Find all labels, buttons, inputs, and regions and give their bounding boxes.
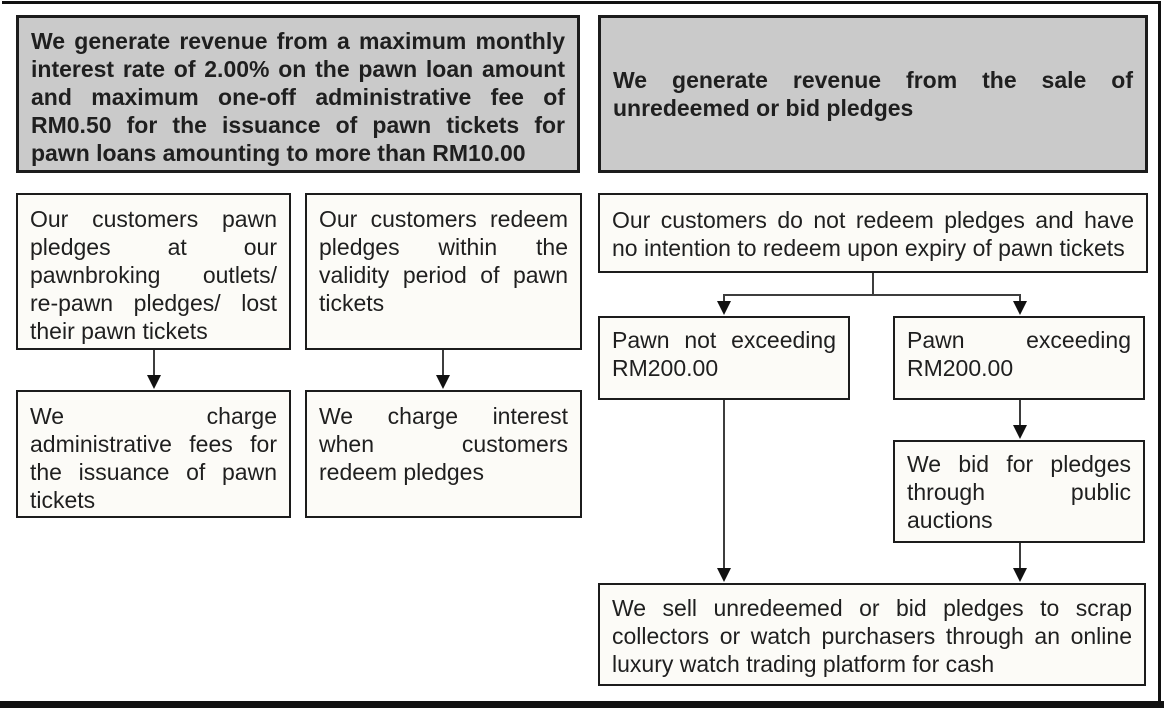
frame-top-rule: [2, 1, 1160, 4]
text-line: redeem pledges: [319, 459, 484, 485]
text-line: re-pawn pledges/ lost: [30, 290, 277, 316]
arrow-admin-fees-head: [147, 375, 161, 389]
text-line: RM200.00: [612, 355, 719, 381]
text-line: auctions: [907, 507, 993, 533]
text-line: the issuance of pawn: [30, 459, 277, 485]
arrow-sell-left-head: [717, 568, 731, 582]
text-line: We charge interest: [319, 403, 568, 429]
arrow-sell-right-stem: [1019, 543, 1021, 570]
arrow-bid-auctions-stem: [1019, 400, 1021, 427]
text-line: unredeemed or bid pledges: [613, 95, 914, 121]
arrow-charge-interest-head: [436, 375, 450, 389]
text-line: pledges at our: [30, 234, 277, 260]
text-line: We bid for pledges: [907, 451, 1131, 477]
text-line: when customers: [319, 431, 568, 457]
text-line: We generate revenue from the sale of: [613, 67, 1133, 93]
arrow-bid-auctions-head: [1013, 425, 1027, 439]
text-line: Our customers redeem: [319, 206, 568, 232]
text-line: RM200.00: [907, 355, 1014, 381]
sell-pledges-box: We sell unredeemed or bid pledges to scr…: [598, 583, 1146, 686]
branch-right-head: [1013, 301, 1027, 315]
text-line: Pawn exceeding: [907, 327, 1131, 353]
interest-revenue-header: We generate revenue from a maximum month…: [16, 15, 580, 173]
frame-bottom-rule: [0, 701, 1164, 708]
branch-left-head: [717, 301, 731, 315]
branch-left-drop: [723, 294, 725, 303]
arrow-sell-right-head: [1013, 568, 1027, 582]
text-line: their pawn tickets: [30, 318, 208, 344]
text-line: and maximum one-off administrative fee o…: [31, 84, 565, 110]
arrow-sell-left-stem: [723, 400, 725, 570]
text-line: tickets: [30, 487, 96, 513]
arrow-admin-fees-stem: [153, 350, 155, 377]
text-line: We generate revenue from a maximum month…: [31, 28, 565, 54]
text-line: no intention to redeem upon expiry of pa…: [612, 235, 1125, 261]
text-line: Pawn not exceeding: [612, 327, 836, 353]
text-line: RM0.50 for the issuance of pawn tickets …: [31, 112, 565, 138]
text-line: interest rate of 2.00% on the pawn loan …: [31, 56, 565, 82]
text-line: pawn loans amounting to more than RM10.0…: [31, 140, 526, 166]
arrow-charge-interest-stem: [442, 350, 444, 377]
no-redeem-box: Our customers do not redeem pledges and …: [598, 193, 1148, 273]
text-line: Our customers pawn: [30, 206, 277, 232]
frame-right-rule: [1158, 1, 1161, 708]
text-line: Our customers do not redeem pledges and …: [612, 207, 1134, 233]
branch-crossbar: [723, 294, 1021, 296]
text-line: through public: [907, 479, 1131, 505]
text-line: tickets: [319, 290, 385, 316]
text-line: We charge: [30, 403, 277, 429]
branch-right-drop: [1019, 294, 1021, 303]
text-line: pawnbroking outlets/: [30, 262, 277, 288]
text-line: luxury watch trading platform for cash: [612, 651, 995, 677]
text-line: collectors or watch purchasers through a…: [612, 623, 1132, 649]
text-line: administrative fees for: [30, 431, 277, 457]
branch-stem: [872, 273, 874, 296]
text-line: We sell unredeemed or bid pledges to scr…: [612, 595, 1132, 621]
text-line: validity period of pawn: [319, 262, 568, 288]
text-line: pledges within the: [319, 234, 568, 260]
